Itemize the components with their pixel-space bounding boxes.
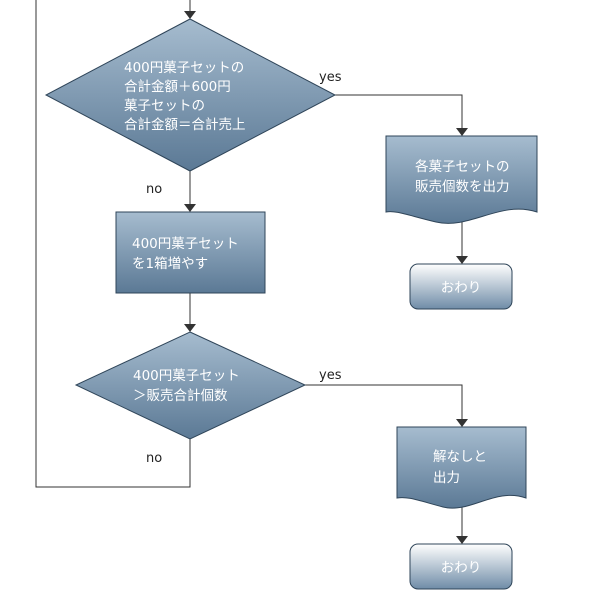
arrow-into-decision2 — [184, 324, 196, 332]
connector-loop-back — [35, 0, 191, 488]
process1-label: 400円菓子セット を1箱増やす — [132, 236, 243, 272]
end2-label: おわり — [441, 560, 482, 576]
output1-shape — [385, 135, 538, 224]
arrow-into-process1 — [184, 204, 196, 212]
arrow-into-output2 — [456, 419, 468, 427]
decision2-shape — [74, 331, 307, 440]
decision1-yes-label: yes — [319, 70, 342, 85]
arrow-into-decision1 — [184, 11, 196, 19]
decision1-shape — [44, 18, 337, 172]
connector-decision1-yes — [335, 94, 463, 128]
decision2-no-label: no — [146, 451, 162, 466]
decision1-label: 400円菓子セットの 合計金額＋600円 菓子セットの 合計金額＝合計売上 — [124, 60, 249, 133]
end2-shape — [409, 543, 513, 590]
connector-decision2-yes — [305, 384, 463, 419]
decision1-no-label: no — [146, 182, 162, 197]
arrow-into-output1 — [456, 128, 468, 136]
process1-shape — [115, 211, 266, 294]
output1-label: 各菓子セットの 販売個数を出力 — [415, 159, 514, 195]
end1-label: おわり — [441, 280, 482, 296]
decision2-label: 400円菓子セット ＞販売合計個数 — [133, 368, 244, 404]
arrow-into-end1 — [456, 256, 468, 264]
output2-shape — [396, 426, 527, 509]
arrow-into-end2 — [456, 536, 468, 544]
output2-label: 解なしと 出力 — [433, 449, 491, 486]
end1-shape — [409, 263, 513, 310]
decision2-yes-label: yes — [319, 368, 342, 383]
